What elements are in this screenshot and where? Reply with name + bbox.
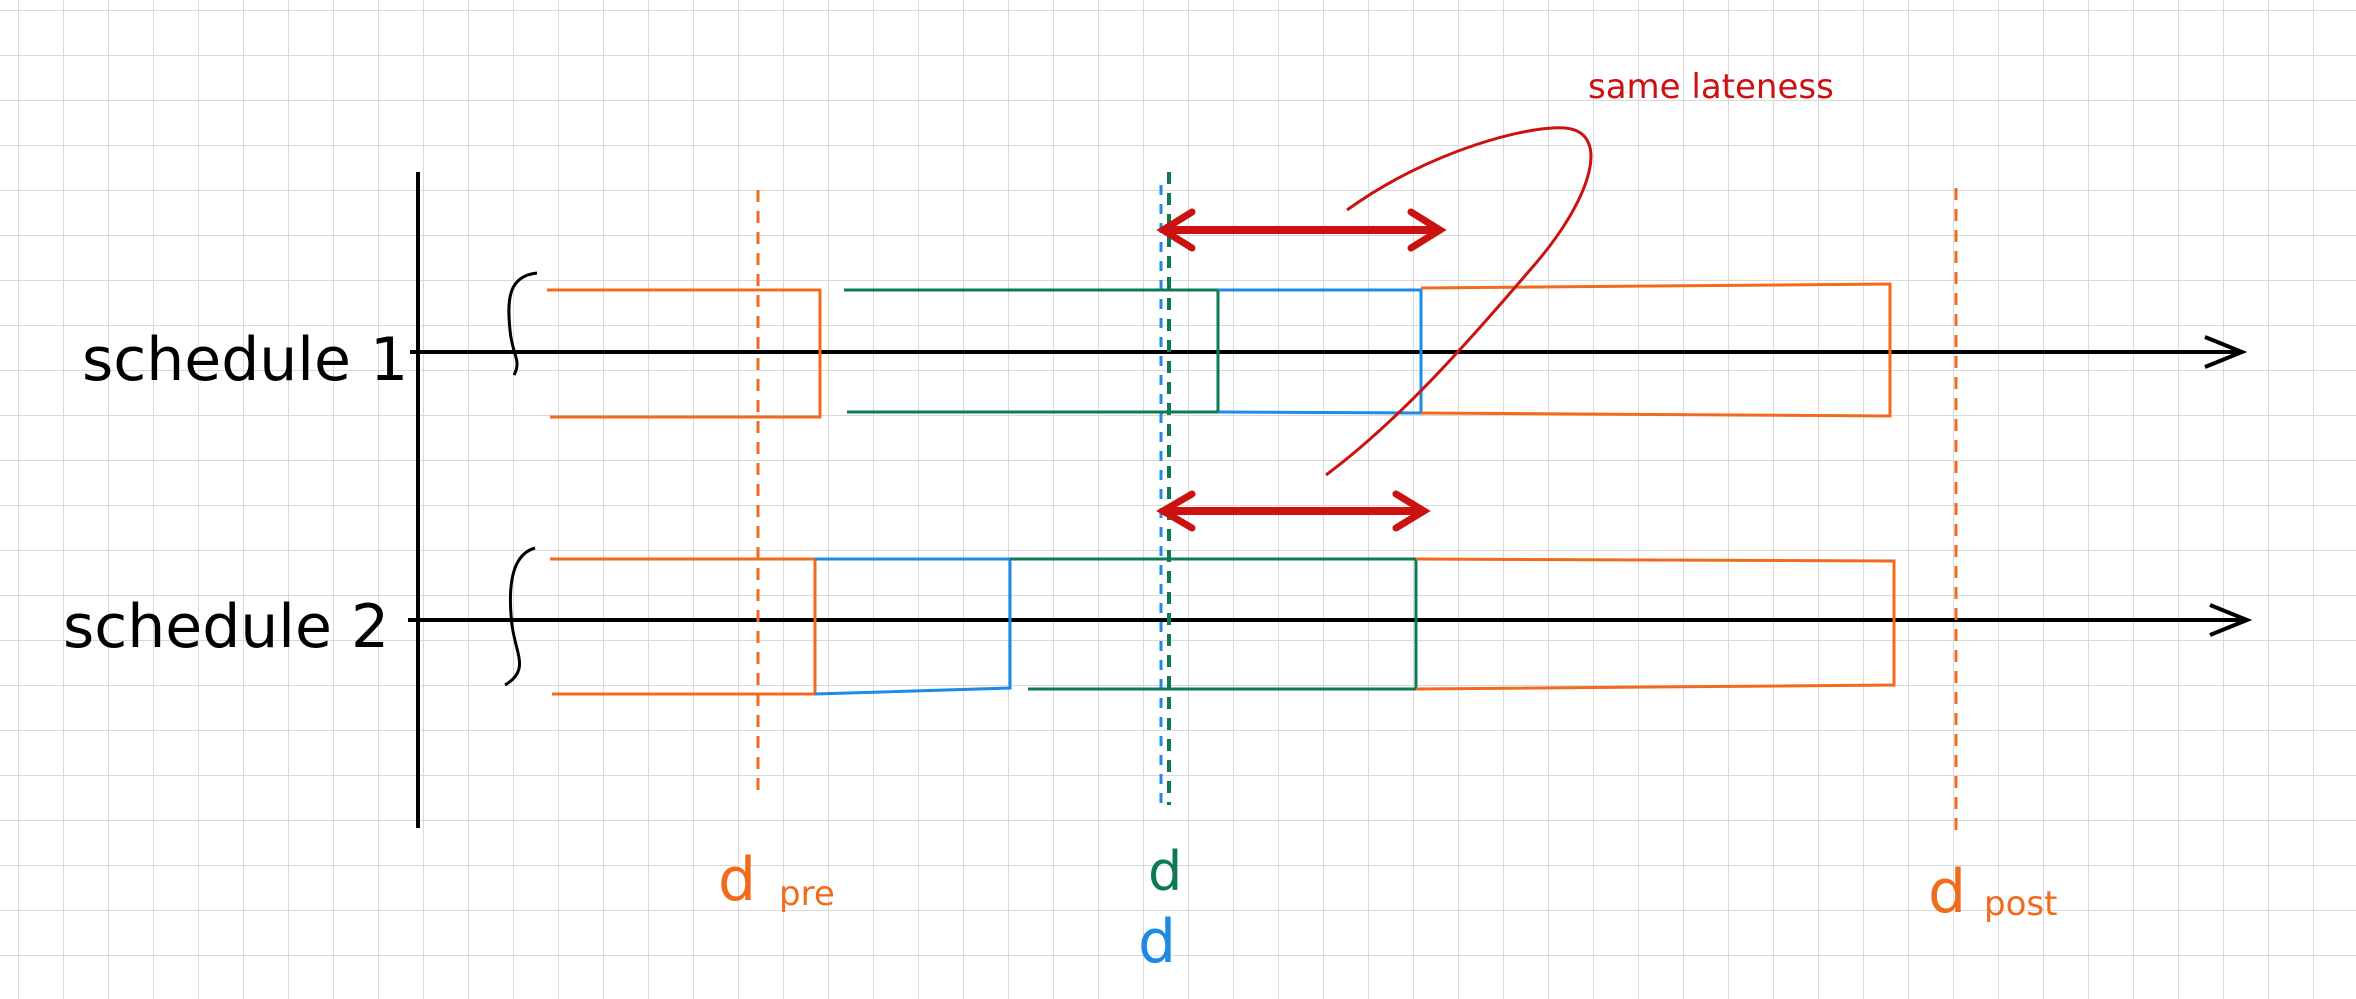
lateness-arrow-schedule-1 [1156,208,1447,252]
annotation-same-lateness: same lateness [1588,67,1834,107]
schedule-2-green-job [1010,557,1418,691]
schedule-1-jobs [547,282,1892,419]
deadline-post-sub: post [1984,884,2057,924]
schedule-1-orange-job-a [547,288,822,419]
timeline-schedule-1 [410,335,2248,369]
deadline-post-label: d post [1928,857,2057,927]
brace-schedule-1 [507,271,538,376]
schedule-2-orange-job-b [1415,557,1896,691]
timeline-schedule-2 [408,603,2253,637]
deadline-post-main: d [1928,857,1966,927]
deadline-green-label: d [1148,840,1182,903]
row-label-schedule-2: schedule 2 [63,592,389,662]
deadline-pre-main: d [718,845,756,915]
schedule-2-orange-job-a [550,557,817,696]
schedule-1-blue-job [1217,288,1423,415]
brace-schedule-2 [504,546,536,687]
deadline-blue-label: d [1138,907,1176,977]
lateness-arrow-schedule-2 [1156,490,1431,532]
schedule-1-green-job [844,288,1220,414]
deadline-pre-label: d pre [718,845,835,915]
schedule-2-jobs [550,557,1896,696]
annotation-connector [1325,126,1593,477]
row-label-schedule-1: schedule 1 [82,325,408,395]
schedule-1-orange-job-b [1420,282,1892,418]
schedule-2-blue-job [814,557,1012,696]
deadline-pre-sub: pre [779,874,835,914]
